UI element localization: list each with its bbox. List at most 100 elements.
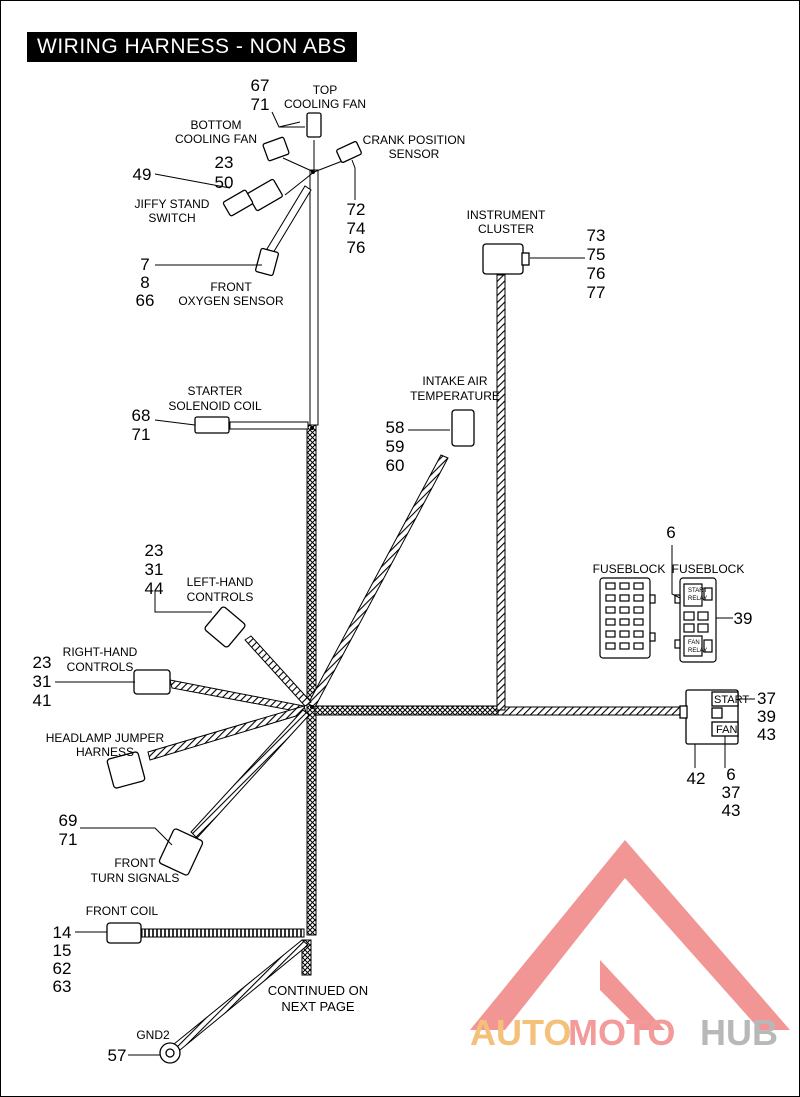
- left-hand-ref-1: 23: [145, 541, 164, 560]
- oxygen-sensor-ref-1: 7: [140, 255, 149, 274]
- starter-solenoid-label-1: STARTER: [188, 384, 243, 398]
- jiffy-stand-ref-upper-2: 50: [215, 173, 234, 192]
- starter-solenoid-ref-1: 68: [132, 406, 151, 425]
- instrument-cluster-ref-2: 75: [587, 245, 606, 264]
- top-cooling-fan-label-1: TOP: [313, 83, 337, 97]
- bottom-cooling-fan-label-2: COOLING FAN: [175, 132, 257, 146]
- relay-box-fan-label: FAN: [716, 724, 737, 736]
- relay-box-ref-bottom-left: 42: [687, 769, 706, 788]
- jiffy-stand-connector: [247, 178, 283, 212]
- left-hand-ref-2: 31: [145, 560, 164, 579]
- starter-solenoid-ref-2: 71: [132, 425, 151, 444]
- main-trunk: [301, 169, 682, 976]
- continued-label-1: CONTINUED ON: [268, 983, 368, 998]
- relay-box-ref-side-3: 43: [757, 725, 776, 744]
- oxygen-sensor-connector: [255, 247, 279, 277]
- top-cooling-fan-ref-2: 71: [251, 95, 270, 114]
- intake-air-connector: [451, 409, 475, 447]
- connectors: [106, 112, 739, 1064]
- jiffy-stand-label-1: JIFFY STAND: [135, 197, 210, 211]
- starter-solenoid-label-2: SOLENOID COIL: [168, 399, 262, 413]
- crank-sensor-label-1: CRANK POSITION: [363, 133, 466, 147]
- jiffy-stand-ref-upper-1: 23: [215, 153, 234, 172]
- watermark-logo: [470, 840, 790, 1030]
- gnd2-ref: 57: [108, 1046, 127, 1065]
- instrument-cluster-label-2: CLUSTER: [478, 222, 534, 236]
- right-hand-controls-connector: [133, 669, 171, 695]
- turn-signals-ref-2: 71: [59, 830, 78, 849]
- instrument-cluster-connector: [482, 243, 524, 275]
- relay-box-ref-bottom-3: 43: [722, 801, 741, 820]
- turn-signals-label-2: TURN SIGNALS: [91, 871, 180, 885]
- turn-signals-label-1: FRONT: [114, 856, 156, 870]
- intake-air-ref-1: 58: [386, 418, 405, 437]
- left-hand-ref-3: 44: [145, 579, 164, 598]
- intake-air-label-1: INTAKE AIR: [422, 374, 487, 388]
- jiffy-stand-ref: 49: [133, 165, 152, 184]
- relay-box-ref-bottom-2: 37: [722, 783, 741, 802]
- instrument-cluster-ref-1: 73: [587, 226, 606, 245]
- starter-solenoid-connector: [194, 416, 230, 434]
- intake-air-ref-2: 59: [386, 437, 405, 456]
- start-relay-tag-2: RELAY: [688, 596, 707, 602]
- right-hand-ref-3: 41: [33, 691, 52, 710]
- continued-label-2: NEXT PAGE: [281, 999, 355, 1014]
- left-hand-label-2: CONTROLS: [187, 590, 254, 604]
- fan-relay-tag-1: FAN: [688, 640, 700, 646]
- fuseblock-right-label: FUSEBLOCK: [672, 562, 745, 576]
- crank-sensor-ref-2: 74: [347, 219, 366, 238]
- turn-signals-ref-1: 69: [59, 811, 78, 830]
- headlamp-jumper-label-2: HARNESS: [76, 745, 134, 759]
- headlamp-jumper-connector: [106, 751, 146, 789]
- gnd2-label: GND2: [136, 1028, 170, 1042]
- instrument-cluster-ref-3: 76: [587, 264, 606, 283]
- labels: TOP COOLING FAN 67 71 BOTTOM COOLING FAN…: [33, 76, 776, 1065]
- fuseblock-right-ref-top: 6: [666, 523, 675, 542]
- jiffy-stand-label-2: SWITCH: [148, 211, 195, 225]
- top-cooling-fan-connector: [306, 112, 322, 138]
- watermark-text-hub: HUB: [700, 1012, 778, 1053]
- instrument-cluster-ref-4: 77: [587, 283, 606, 302]
- headlamp-jumper-label-1: HEADLAMP JUMPER: [46, 731, 165, 745]
- bottom-cooling-fan-connector: [262, 136, 290, 162]
- top-cooling-fan-ref-1: 67: [251, 76, 270, 95]
- watermark-text-moto: MOTO: [568, 1012, 675, 1053]
- front-coil-connector: [106, 922, 142, 944]
- crank-sensor-ref-3: 76: [347, 238, 366, 257]
- fan-relay-tag-2: RELAY: [688, 648, 707, 654]
- intake-air-ref-3: 60: [386, 456, 405, 475]
- left-hand-label-1: LEFT-HAND: [187, 575, 254, 589]
- relay-box-ref-bottom-1: 6: [726, 765, 735, 784]
- front-coil-label: FRONT COIL: [86, 904, 159, 918]
- relay-box-ref-side-2: 39: [757, 707, 776, 726]
- front-turn-signals-connector: [158, 828, 204, 876]
- fuseblock-left-graphic: [599, 577, 656, 659]
- right-hand-ref-1: 23: [33, 653, 52, 672]
- front-coil-ref-1: 14: [53, 923, 72, 942]
- right-hand-label-2: CONTROLS: [67, 660, 134, 674]
- fuseblock-left-label: FUSEBLOCK: [593, 562, 666, 576]
- right-hand-ref-2: 31: [33, 672, 52, 691]
- intake-air-label-2: TEMPERATURE: [410, 389, 500, 403]
- harness-branches: [141, 140, 449, 1051]
- oxygen-sensor-label-1: FRONT: [210, 280, 252, 294]
- bottom-cooling-fan-label-1: BOTTOM: [190, 118, 241, 132]
- right-hand-label-1: RIGHT-HAND: [63, 645, 138, 659]
- crank-sensor-connector: [336, 141, 362, 163]
- leader-lines: [55, 111, 755, 1056]
- relay-box-start-label: START: [714, 694, 749, 706]
- watermark-text-auto: AUTO: [470, 1012, 571, 1053]
- start-relay-tag-1: START: [688, 588, 707, 594]
- fuseblock-right-ref-side: 39: [734, 609, 753, 628]
- front-coil-ref-4: 63: [53, 977, 72, 996]
- oxygen-sensor-label-2: OXYGEN SENSOR: [178, 294, 284, 308]
- crank-sensor-label-2: SENSOR: [389, 147, 440, 161]
- front-coil-ref-2: 15: [53, 941, 72, 960]
- instrument-cluster-label-1: INSTRUMENT: [467, 208, 546, 222]
- fuseblock-right-graphic: [674, 577, 717, 663]
- relay-box-ref-side-1: 37: [757, 689, 776, 708]
- oxygen-sensor-ref-3: 66: [136, 291, 155, 310]
- page-title: WIRING HARNESS - NON ABS: [27, 32, 357, 62]
- left-hand-controls-connector: [204, 606, 246, 648]
